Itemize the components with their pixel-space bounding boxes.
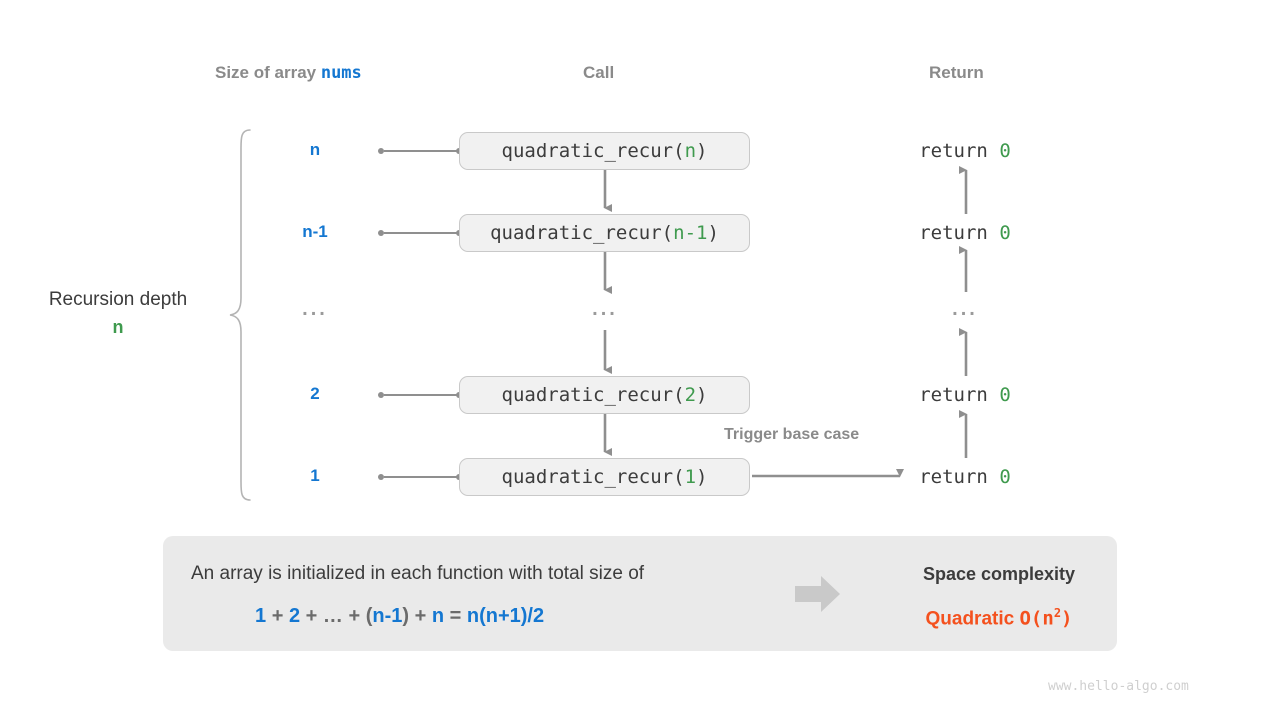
call-box-prefix-row-0: quadratic_recur(	[501, 140, 685, 162]
summary-formula: 1 + 2 + … + (n-1) + n = n(n+1)/2	[255, 605, 544, 628]
formula-op-2: +	[305, 605, 318, 627]
size-label-row-2: ...	[302, 298, 328, 320]
formula-result: n(n+1)/2	[466, 605, 545, 627]
complexity-word: Quadratic	[925, 608, 1015, 630]
return-value-row-4: 0	[999, 466, 1011, 488]
complexity-big-o: O(n	[1019, 607, 1054, 630]
call-box-suffix-row-1: )	[707, 222, 719, 244]
leader-dot-left-row-1	[378, 230, 384, 236]
leader-line-row-0	[384, 150, 460, 152]
trigger-base-case-note: Trigger base case	[724, 426, 860, 443]
column-header-size: Size of array nums	[215, 63, 362, 83]
call-box-prefix-row-1: quadratic_recur(	[490, 222, 674, 244]
column-header-size-text: Size of array	[215, 63, 321, 82]
call-box-arg-row-4: 1	[684, 466, 697, 488]
call-box-suffix-row-0: )	[696, 140, 708, 162]
size-label-row-1: n-1	[302, 222, 328, 241]
summary-sentence: An array is initialized in each function…	[191, 563, 645, 584]
return-value-row-3: 0	[999, 384, 1011, 406]
return-keyword-row-4: return	[919, 466, 1000, 488]
recursion-depth-label: Recursion depth	[48, 289, 188, 310]
return-keyword-row-3: return	[919, 384, 1000, 406]
column-header-size-nums: nums	[320, 63, 362, 83]
watermark: www.hello-algo.com	[1048, 679, 1189, 694]
return-label-row-4: return 0	[875, 466, 1055, 488]
size-label-row-4: 1	[310, 466, 320, 485]
call-box-suffix-row-4: )	[696, 466, 708, 488]
formula-term-4: n	[431, 605, 445, 627]
call-box-row-0[interactable]: quadratic_recur(n)	[459, 132, 750, 170]
leader-dot-left-row-0	[378, 148, 384, 154]
recursion-depth-annotation: Recursion depth n	[18, 285, 218, 342]
formula-term-2: 2	[288, 605, 301, 627]
return-label-row-0: return 0	[875, 140, 1055, 162]
call-box-arg-row-0: n	[684, 140, 697, 162]
call-box-prefix-row-3: quadratic_recur(	[501, 384, 685, 406]
formula-paren-close: )	[402, 605, 410, 627]
summary-right-value: Quadratic O(n2)	[881, 606, 1117, 630]
return-keyword-row-0: return	[919, 140, 1000, 162]
return-value-row-0: 0	[999, 140, 1011, 162]
recursion-depth-brace	[228, 128, 254, 502]
return-value-row-1: 0	[999, 222, 1011, 244]
call-box-arg-row-3: 2	[684, 384, 697, 406]
formula-op-3: +	[348, 605, 361, 627]
call-box-row-1[interactable]: quadratic_recur(n-1)	[459, 214, 750, 252]
leader-line-row-3	[384, 394, 460, 396]
call-box-arg-row-1: n-1	[673, 222, 708, 244]
call-box-row-3[interactable]: quadratic_recur(2)	[459, 376, 750, 414]
complexity-tail: )	[1061, 607, 1073, 630]
formula-term-1: 1	[255, 605, 267, 627]
leader-line-row-1	[384, 232, 460, 234]
size-label-row-3: 2	[310, 384, 320, 403]
leader-dot-left-row-4	[378, 474, 384, 480]
formula-equals: =	[449, 605, 462, 627]
formula-paren-open: (	[365, 605, 373, 627]
complexity-exponent: 2	[1053, 606, 1062, 620]
column-header-call: Call	[583, 63, 615, 82]
call-box-suffix-row-3: )	[696, 384, 708, 406]
summary-right-title: Space complexity	[922, 564, 1076, 584]
formula-op-1: +	[271, 605, 284, 627]
summary-arrow-icon	[795, 574, 841, 614]
return-keyword-row-1: return	[919, 222, 1000, 244]
return-label-row-3: return 0	[875, 384, 1055, 406]
recursion-depth-value: n	[112, 317, 124, 338]
column-header-return: Return	[929, 63, 984, 82]
formula-ellipsis: …	[322, 605, 343, 627]
formula-term-3: n-1	[372, 605, 403, 627]
summary-panel: An array is initialized in each function…	[163, 536, 1117, 651]
return-label-row-2: ...	[952, 298, 978, 320]
call-box-row-2: ...	[592, 298, 618, 320]
size-label-row-0: n	[309, 140, 321, 159]
return-label-row-1: return 0	[875, 222, 1055, 244]
leader-line-row-4	[384, 476, 460, 478]
leader-dot-left-row-3	[378, 392, 384, 398]
formula-op-4: +	[414, 605, 427, 627]
call-box-prefix-row-4: quadratic_recur(	[501, 466, 685, 488]
call-box-row-4[interactable]: quadratic_recur(1)	[459, 458, 750, 496]
